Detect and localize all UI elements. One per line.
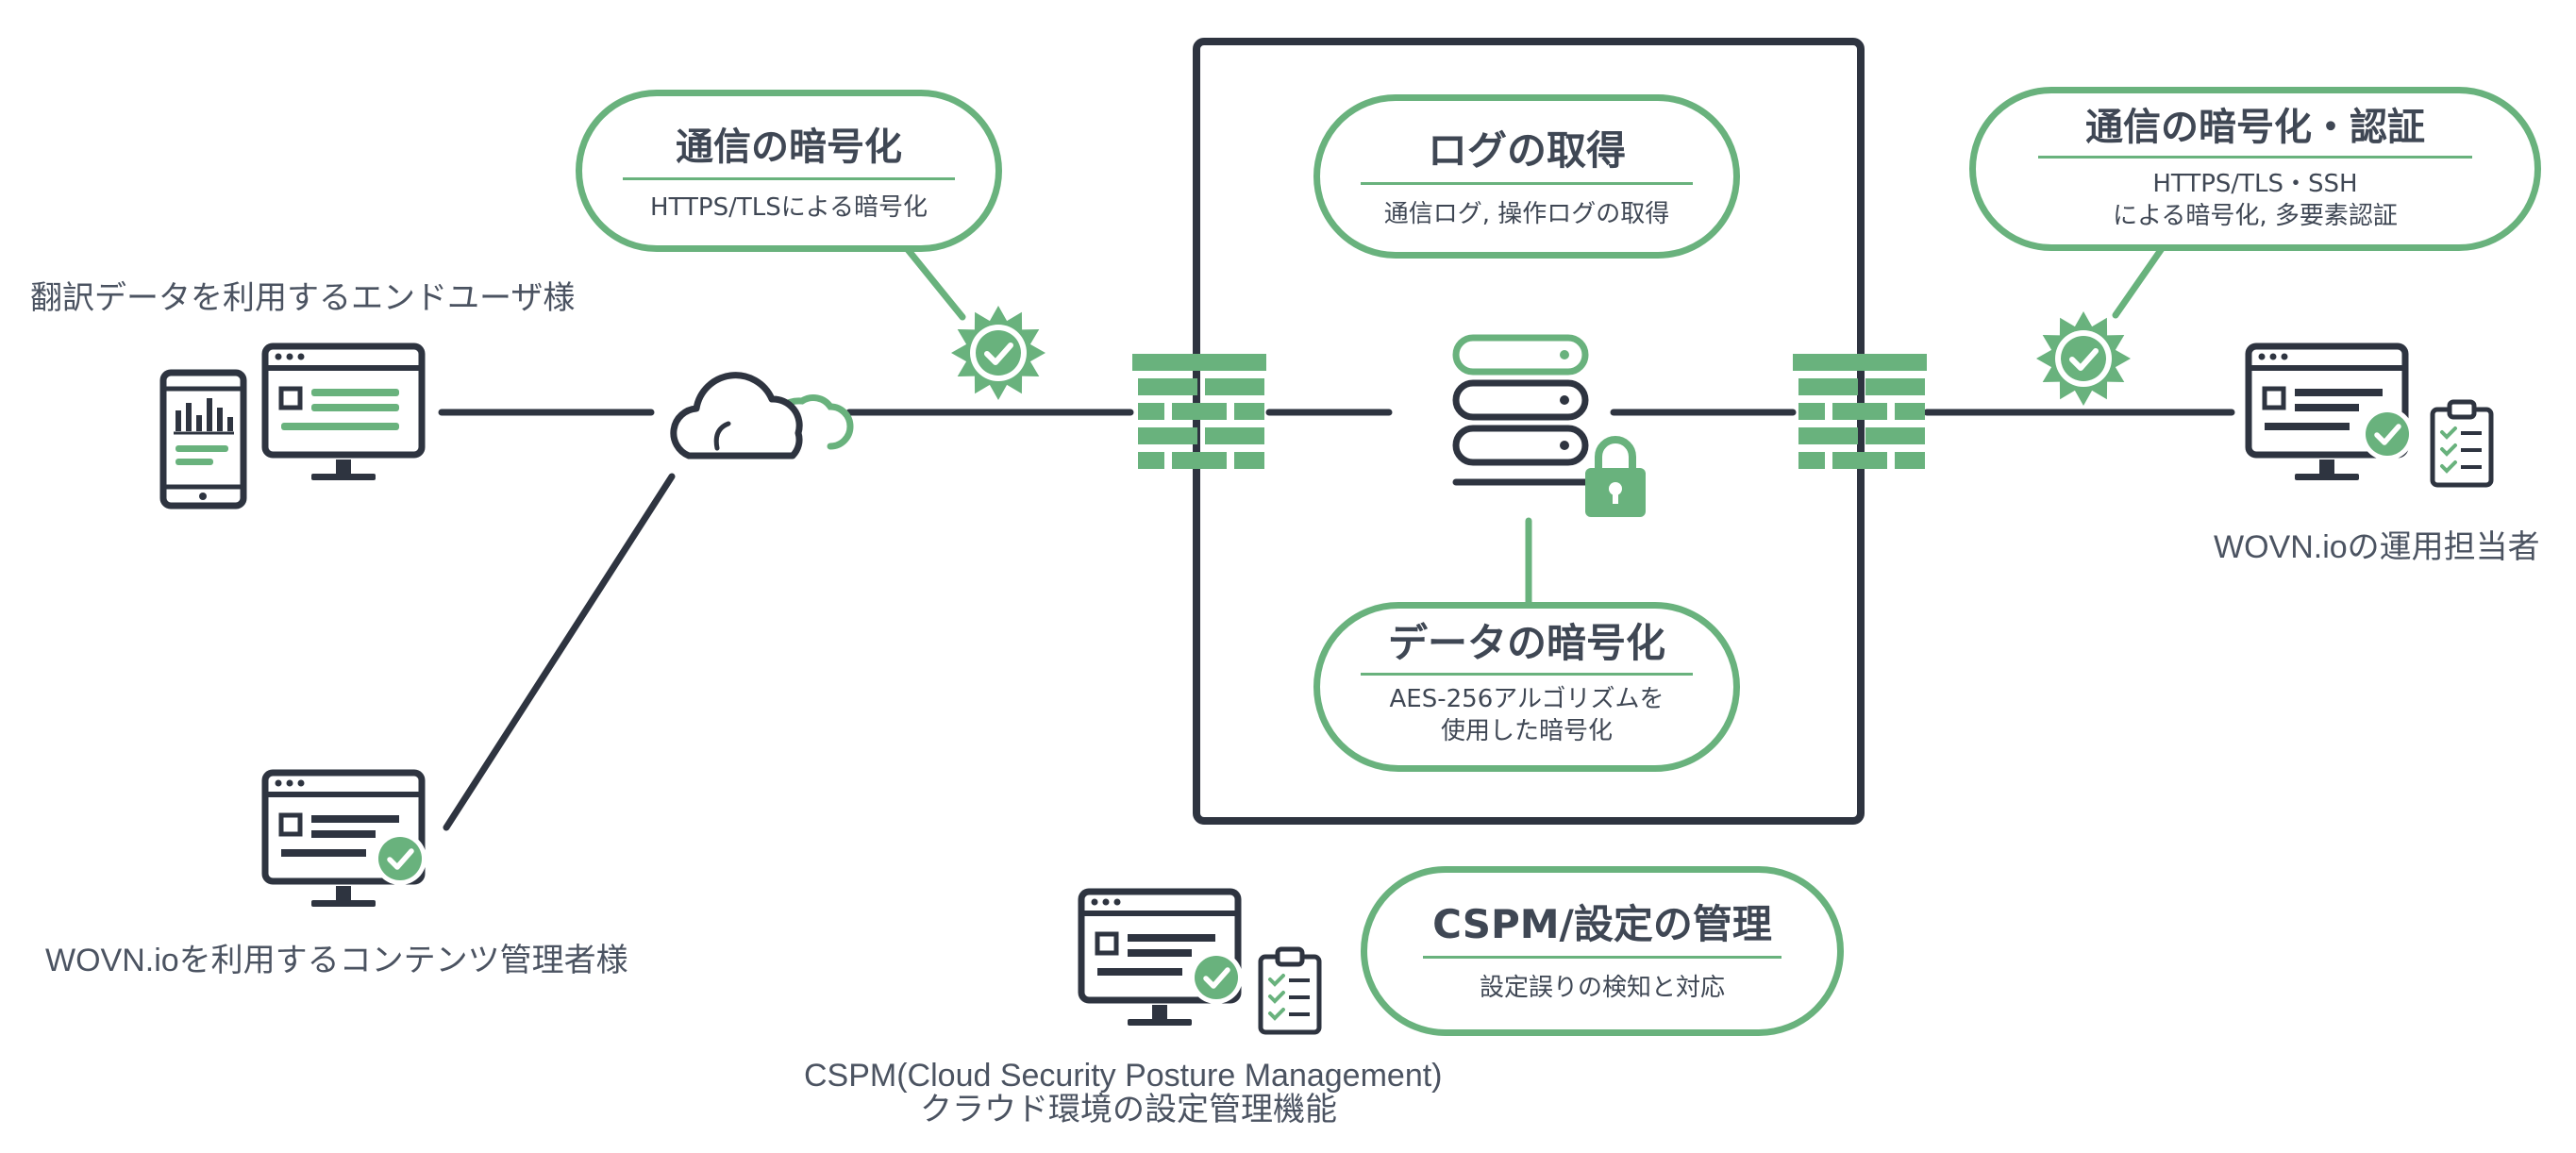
clipboard-checklist-icon bbox=[1261, 949, 1319, 1032]
cspm-label-line1: CSPM(Cloud Security Posture Management) bbox=[804, 1058, 1443, 1094]
callout-log: ログの取得 通信ログ, 操作ログの取得 bbox=[1313, 94, 1740, 259]
pointer-comm-auth bbox=[2112, 243, 2166, 319]
end-user-label: 翻訳データを利用するエンドユーザ様 bbox=[30, 280, 576, 316]
callout-title: 通信の暗号化 bbox=[623, 123, 955, 180]
monitor-check-icon bbox=[265, 773, 427, 907]
monitor-check-icon bbox=[2249, 346, 2414, 480]
padlock-icon bbox=[1585, 436, 1646, 517]
callout-subtitle: による暗号化, 多要素認証 bbox=[2113, 202, 2398, 230]
connector-cloud-admin bbox=[443, 473, 676, 831]
callout-comm-auth: 通信の暗号化・認証 HTTPS/TLS・SSH による暗号化, 多要素認証 bbox=[1969, 87, 2541, 251]
callout-cspm: CSPM/設定の管理 設定誤りの検知と対応 bbox=[1361, 866, 1844, 1036]
callout-title: CSPM/設定の管理 bbox=[1423, 899, 1781, 959]
verified-badge-icon bbox=[951, 306, 1045, 400]
callout-subtitle: HTTPS/TLS・SSH bbox=[2152, 170, 2358, 198]
cspm-label-line2: クラウド環境の設定管理機能 bbox=[920, 1092, 1337, 1128]
pointer-comm-encrypt bbox=[902, 243, 966, 321]
callout-title: 通信の暗号化・認証 bbox=[2038, 103, 2472, 159]
operator-label: WOVN.ioの運用担当者 bbox=[2214, 529, 2540, 565]
callout-data-encrypt: データの暗号化 AES-256アルゴリズムを 使用した暗号化 bbox=[1313, 602, 1740, 772]
clipboard-checklist-icon bbox=[2433, 402, 2491, 485]
content-admin-label: WOVN.ioを利用するコンテンツ管理者様 bbox=[45, 943, 628, 978]
server-stack-icon bbox=[1452, 334, 1589, 486]
monitor-check-icon bbox=[1081, 892, 1243, 1026]
smartphone-chart-icon bbox=[159, 369, 247, 510]
callout-subtitle: HTTPS/TLSによる暗号化 bbox=[650, 193, 928, 222]
callout-title: データの暗号化 bbox=[1361, 618, 1693, 676]
callout-subtitle: AES-256アルゴリズムを bbox=[1389, 685, 1664, 713]
callout-subtitle: 設定誤りの検知と対応 bbox=[1479, 974, 1725, 1002]
callout-comm-encrypt: 通信の暗号化 HTTPS/TLSによる暗号化 bbox=[576, 90, 1002, 252]
callout-subtitle: 通信ログ, 操作ログの取得 bbox=[1383, 200, 1670, 228]
callout-title: ログの取得 bbox=[1361, 125, 1693, 185]
monitor-icon bbox=[265, 346, 422, 480]
cloud-icon bbox=[670, 372, 854, 460]
verified-badge-icon bbox=[2036, 311, 2131, 406]
callout-subtitle: 使用した暗号化 bbox=[1440, 717, 1613, 745]
